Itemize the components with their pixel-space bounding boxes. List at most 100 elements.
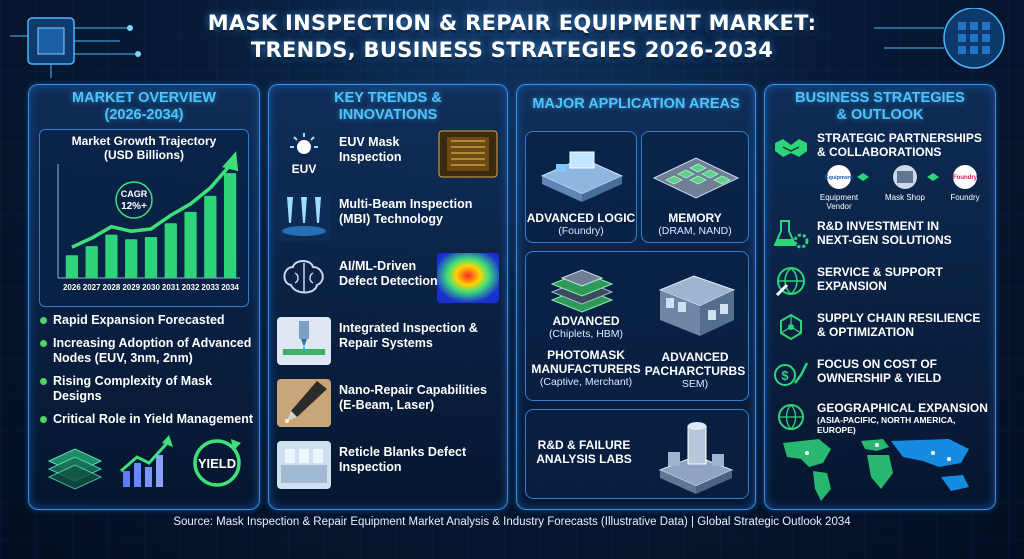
trend-label-line1: Multi-Beam Inspection (339, 197, 473, 211)
foundry-logo-text: Foundry (953, 175, 978, 181)
bar-2030 (144, 236, 158, 278)
app-title: ADVANCED (661, 350, 729, 364)
chart-title-line1: Market Growth Trajectory (71, 134, 217, 148)
app-card-rd-labs: R&D & FAILURE ANALYSIS LABS (525, 409, 749, 499)
x-tick-label: 2029 (122, 283, 140, 292)
strategy-item-supply-chain: SUPPLY CHAIN RESILIENCE & OPTIMIZATION (773, 311, 993, 347)
flask-gear-icon (773, 220, 809, 249)
trend-arrowhead (222, 151, 239, 172)
inspection-system-icon (277, 317, 331, 365)
vendor-logo-text: Equipment (825, 175, 854, 181)
x-tick-label: 2028 (103, 283, 121, 292)
app-card-memory: MEMORY (DRAM, NAND) (641, 131, 749, 243)
app-card-advanced-logic: ADVANCED LOGIC (Foundry) (525, 131, 637, 243)
strategy-label-line2: & COLLABORATIONS (817, 145, 942, 159)
trend-label: Nano-Repair Capabilities (E-Beam, Laser) (339, 383, 499, 413)
trend-label: Multi-Beam Inspection (MBI) Technology (339, 197, 499, 227)
cagr-label: CAGR (121, 189, 148, 199)
trend-item-reticle: Reticle Blanks Defect Inspection (277, 439, 501, 493)
bar-2031 (164, 223, 177, 278)
title-line-1: MASK INSPECTION & REPAIR EQUIPMENT MARKE… (207, 11, 817, 35)
app-title: MEMORY (668, 211, 722, 225)
x-tick-label: 2032 (182, 283, 200, 292)
circuit-chip-decoration-left (10, 17, 141, 78)
cleanroom-icon (277, 441, 331, 489)
trend-label-line2: Inspection (339, 150, 402, 164)
bullet-item: Rapid Expansion Forecasted (39, 313, 259, 328)
heatmap-image (437, 253, 499, 303)
strategies-heading-line2: & OUTLOOK (836, 107, 924, 123)
strategies-panel: BUSINESS STRATEGIES & OUTLOOK STRATEGIC … (764, 84, 996, 510)
strategies-heading-line1: BUSINESS STRATEGIES (795, 90, 965, 106)
page-title: MASK INSPECTION & REPAIR EQUIPMENT MARKE… (0, 10, 1024, 64)
multi-beam-icon (277, 193, 331, 241)
trend-item-aiml: AI/ML-Driven Defect Detection (277, 253, 501, 307)
app-title: PACHARCTURBS (644, 364, 746, 378)
app-subtitle: SEM) (681, 378, 709, 390)
handshake-icon (775, 139, 807, 157)
bar-2026 (65, 255, 79, 278)
trend-label: Integrated Inspection & Repair Systems (339, 321, 499, 351)
app-title: R&D & FAILURE (537, 438, 631, 452)
app-packaging-block: ADVANCED PACHARCTURBS SEM) (642, 350, 748, 391)
nano-pen-icon (277, 379, 331, 427)
growth-arrow-icon (120, 435, 173, 487)
key-trends-heading: KEY TRENDS & INNOVATIONS (269, 90, 507, 124)
trend-label-line1: Reticle Blanks Defect (339, 445, 467, 459)
trend-label: Reticle Blanks Defect Inspection (339, 445, 499, 475)
strategy-item-partnerships: STRATEGIC PARTNERSHIPS & COLLABORATIONS … (773, 131, 993, 211)
market-overview-bullets: Rapid Expansion Forecasted Increasing Ad… (39, 313, 259, 435)
bar-2034 (223, 173, 237, 278)
applications-panel: MAJOR APPLICATION AREAS ADVANCED LOGIC (… (516, 84, 756, 510)
partnership-diagram: Equipment Equipment Vendor Mask Shop Fou… (820, 165, 980, 211)
x-tick-label: 2030 (142, 283, 160, 292)
app-title: PHOTOMASK (547, 348, 625, 362)
title-line-2: TRENDS, BUSINESS STRATEGIES 2026-2034 (250, 38, 774, 62)
handshake-small-icon (857, 173, 869, 181)
trend-item-euv: EUV EUV Mask Inspection (277, 129, 501, 183)
strategy-item-cost: $ FOCUS ON COST OF OWNERSHIP & YIELD (773, 357, 993, 393)
key-trends-heading-line2: INNOVATIONS (338, 107, 438, 123)
strategy-item-service: SERVICE & SUPPORT EXPANSION (773, 265, 993, 301)
yield-icon-text: YIELD (198, 456, 236, 471)
dollar-growth-icon: $ (774, 362, 809, 386)
x-tick-label: 2026 (63, 283, 81, 292)
strategy-label-line1: FOCUS ON COST OF (817, 357, 937, 371)
app-subtitle: (Chiplets, HBM) (548, 328, 624, 340)
strategy-label-line1: SERVICE & SUPPORT (817, 265, 943, 279)
lab-equipment-icon (658, 422, 734, 494)
euv-mask-image (438, 130, 498, 178)
world-map-icon (783, 439, 969, 501)
trend-item-integrated: Integrated Inspection & Repair Systems (277, 315, 501, 369)
strategy-label: GEOGRAPHICAL EXPANSION (ASIA-PACIFIC, NO… (817, 401, 995, 435)
app-title: ADVANCED (552, 314, 620, 328)
stacked-chip-icon (550, 269, 614, 313)
euv-icon-text: EUV (292, 162, 317, 176)
euv-light-icon: EUV (290, 133, 318, 176)
trend-label-line1: Nano-Repair Capabilities (339, 383, 487, 397)
bar-2028 (105, 234, 118, 278)
market-overview-heading: MARKET OVERVIEW (2026-2034) (29, 90, 259, 124)
bullet-item: Rising Complexity of Mask Designs (39, 374, 259, 404)
brain-icon (283, 260, 324, 294)
market-overview-heading-line2: (2026-2034) (104, 107, 184, 123)
trend-line (71, 163, 232, 249)
app-card-packaging-group: ADVANCED (Chiplets, HBM) PHOTOMASK MANUF… (525, 251, 749, 401)
bar-2029 (125, 239, 138, 278)
trend-label-line1: AI/ML-Driven (339, 259, 417, 273)
strategy-label: STRATEGIC PARTNERSHIPS & COLLABORATIONS (817, 131, 995, 159)
globe-pin-icon (778, 404, 804, 430)
source-footer: Source: Mask Inspection & Repair Equipme… (173, 516, 851, 528)
app-title: ANALYSIS LABS (536, 452, 632, 466)
wafer-decoration-right (874, 8, 1005, 69)
chart-title-line2: (USD Billions) (104, 148, 184, 162)
key-trends-panel: KEY TRENDS & INNOVATIONS EUV EUV Mask In… (268, 84, 508, 510)
overview-icons-row: YIELD (47, 435, 241, 490)
strategy-label-line1: SUPPLY CHAIN RESILIENCE (817, 311, 981, 325)
key-trends-heading-line1: KEY TRENDS & (334, 90, 442, 106)
chip-stack-icon (47, 448, 103, 490)
handshake-small-icon (927, 173, 939, 181)
strategy-label-line2: (ASIA-PACIFIC, NORTH AMERICA, EUROPE) (817, 415, 956, 435)
